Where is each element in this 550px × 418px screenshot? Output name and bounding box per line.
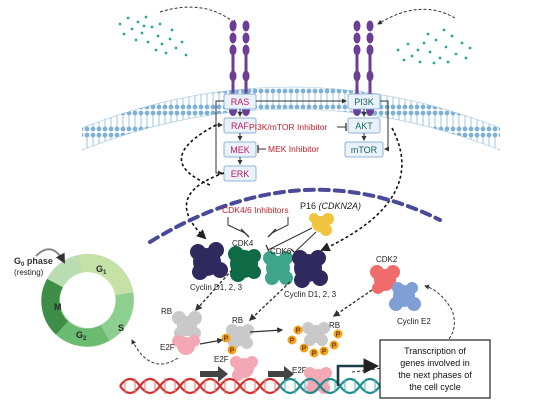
pi3k-label: PI3K [354,97,374,107]
mtor-to-cdk6-arrow [320,127,403,252]
mtor-label: mTOR [351,145,378,155]
cdk46-inhibitors-label: CDK4/6 Inhibitors [222,205,289,215]
erk-loop-arrow [180,124,217,186]
ligand-cloud-left [118,15,188,57]
e2f-blob-1 [172,335,200,355]
e2f-blob-2 [230,356,258,381]
transcription-line-2: genes involved in [400,358,470,368]
dna-helix-teal [279,377,381,395]
cdk6-blob [263,251,293,285]
dna-progression-arrows [200,366,294,382]
rb-label-3: RB [329,321,340,330]
g0-label: G0 phase [14,256,53,268]
transcription-arrow [336,358,380,386]
cyclin-d-right-blob [292,250,328,288]
pi3k-box: PI3K [347,93,381,110]
cyclin-d-left-label: Cyclin D1, 2, 3 [190,283,243,292]
akt-label: AKT [355,121,373,131]
svg-text:P: P [302,346,307,353]
rb-blob-1 [172,311,202,339]
ligand-cloud-right [396,28,472,65]
mek-inhibitor-label: MEK Inhibitor [268,144,319,154]
svg-text:P: P [224,336,229,343]
pi3k-mtor-inhibitor-label: PI3K/mTOR Inhibitor [249,122,327,132]
rb-progression-arrows [195,269,373,345]
svg-text:P: P [322,349,327,356]
cdk2-blob [370,265,400,294]
erk-label: ERK [231,169,250,179]
cyclin-d-left-blob [190,242,228,280]
svg-text:P: P [290,338,295,345]
g1-label: G1 [96,264,107,276]
cdk2-label: CDK2 [376,255,398,264]
cyclin-e-label: Cyclin E2 [397,317,431,326]
transcription-line-1: Transcription of [404,346,466,356]
phospho-rb2: P P [221,333,237,355]
rb-label-2: RB [232,316,243,325]
cdk6-label: CDK6 [270,247,292,256]
g0-return-arrow [35,248,65,264]
rb-label-1: RB [161,307,172,316]
ligand-arrow-left [159,6,237,25]
ras-box: RAS [223,93,257,110]
ligand-arrow-right [377,8,456,25]
cyclin-e-blob [389,282,421,311]
cyclin-d-right-label: Cyclin D1, 2, 3 [284,290,337,299]
dna-helix-red [119,377,281,395]
cell-cycle-ring [41,254,134,347]
rb-blob-3 [302,322,330,346]
pi3k-mtor-inhibitor: PI3K/mTOR Inhibitor [249,122,347,132]
svg-text:P: P [332,343,337,350]
ras-label: RAS [231,97,250,107]
raf-label: RAF [231,121,250,131]
s-label: S [118,323,124,333]
mek-label: MEK [230,145,250,155]
svg-text:P: P [230,348,235,355]
svg-text:P: P [336,332,341,339]
mek-box: MEK [223,141,257,158]
akt-box: AKT [347,117,381,134]
erk-box: ERK [223,165,257,182]
nuclear-membrane [148,187,442,244]
transcription-box: Transcription of genes involved in the n… [379,339,491,399]
cdk4-blob [228,246,261,282]
e2f-label-1: E2F [160,343,175,352]
p16-protein [309,213,334,236]
svg-text:P: P [312,351,317,358]
raf-box: RAF [223,117,257,134]
transcription-line-4: the cell cycle [409,382,461,392]
e2f-label-2: E2F [214,355,229,364]
left-cascade-arrows [215,100,243,176]
g0-note: (resting) [14,268,44,277]
mtor-box: mTOR [344,141,384,158]
phospho-rb3: P P P P P P P [287,325,343,358]
mek-inhibitor: MEK Inhibitor [257,144,319,154]
g2-label: G2 [76,330,87,342]
cdk4-label: CDK4 [232,239,254,248]
svg-text:P: P [296,328,301,335]
e2f-to-cycle-arrow [131,339,179,365]
p16-label: P16 (CDKN2A) [300,201,361,211]
erk-to-cdk4-arrow [185,172,225,240]
e2f-label-3: E2F [292,366,307,375]
dna-rungs-red [124,378,276,394]
dna-rungs-teal [284,378,376,394]
cell-membrane [82,87,500,150]
transcription-line-3: the next phases of [398,370,472,380]
m-label: M [54,302,62,312]
cdk46-inhibitor-lines [227,217,289,238]
right-cascade-arrows [256,98,389,152]
